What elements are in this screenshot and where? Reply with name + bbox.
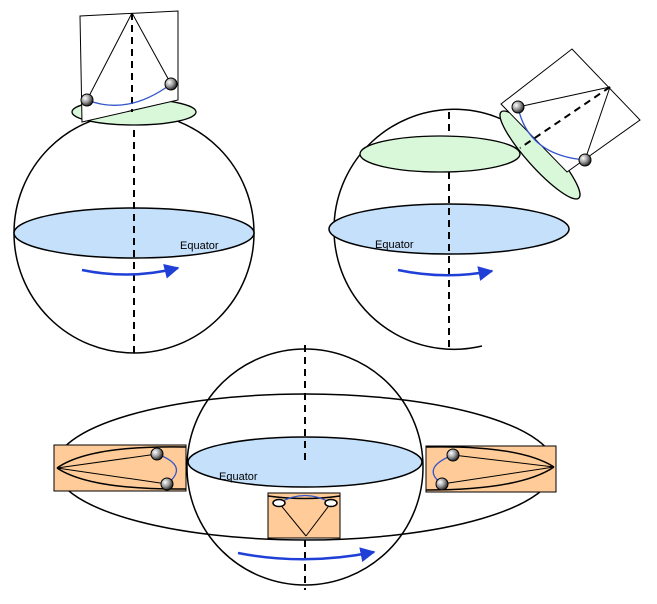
pendulum-panel-bottom — [267, 492, 341, 539]
pendulum-string-right — [131, 12, 172, 85]
pendulum-string-left — [517, 86, 611, 108]
orbit-segment — [56, 446, 187, 469]
pendulum-bob — [164, 77, 178, 91]
pendulum-frame — [79, 10, 179, 123]
rotation-arrow — [81, 263, 180, 279]
pendulum-bob — [160, 477, 174, 491]
pendulum-string — [278, 502, 307, 537]
pendulum-bob — [511, 100, 525, 114]
orbit-segment — [267, 495, 341, 500]
pendulum-path — [86, 83, 172, 106]
pendulum-bob — [150, 447, 164, 461]
pendulum-string — [441, 466, 555, 485]
pendulum-bob — [324, 498, 338, 508]
pendulum-panel-left — [53, 444, 187, 492]
pendulum-axis — [519, 86, 611, 149]
rotation-arrow — [397, 266, 494, 281]
pendulum-bob — [80, 93, 94, 107]
equator-disc — [328, 203, 570, 255]
pendulum-bob — [272, 498, 286, 508]
orbit-segment — [425, 466, 555, 491]
globe-top-right: Equator — [328, 48, 641, 352]
globe-bottom: Equator — [53, 345, 557, 590]
equator-disc — [187, 436, 423, 488]
pendulum-bob — [435, 477, 449, 491]
latitude-disc — [359, 135, 521, 173]
pendulum-string — [56, 467, 168, 485]
pendulum-frame — [500, 48, 641, 173]
equator-label: Equator — [180, 240, 219, 252]
pendulum-string-right — [584, 86, 611, 161]
pendulum-string — [56, 453, 158, 469]
pendulum-panel-right — [425, 445, 557, 493]
equator-label: Equator — [219, 471, 258, 483]
pendulum-string — [452, 454, 555, 468]
pendulum-path — [517, 106, 586, 161]
pendulum-bob — [446, 448, 460, 462]
equator-label: Equator — [375, 239, 414, 251]
pendulum-bob — [578, 153, 592, 167]
pendulum-string-left — [86, 12, 133, 101]
globe-top-left: Equator — [13, 10, 255, 356]
rotation-arrow — [237, 547, 376, 563]
orbit-segment — [425, 446, 555, 468]
pendulum-string — [305, 502, 332, 537]
